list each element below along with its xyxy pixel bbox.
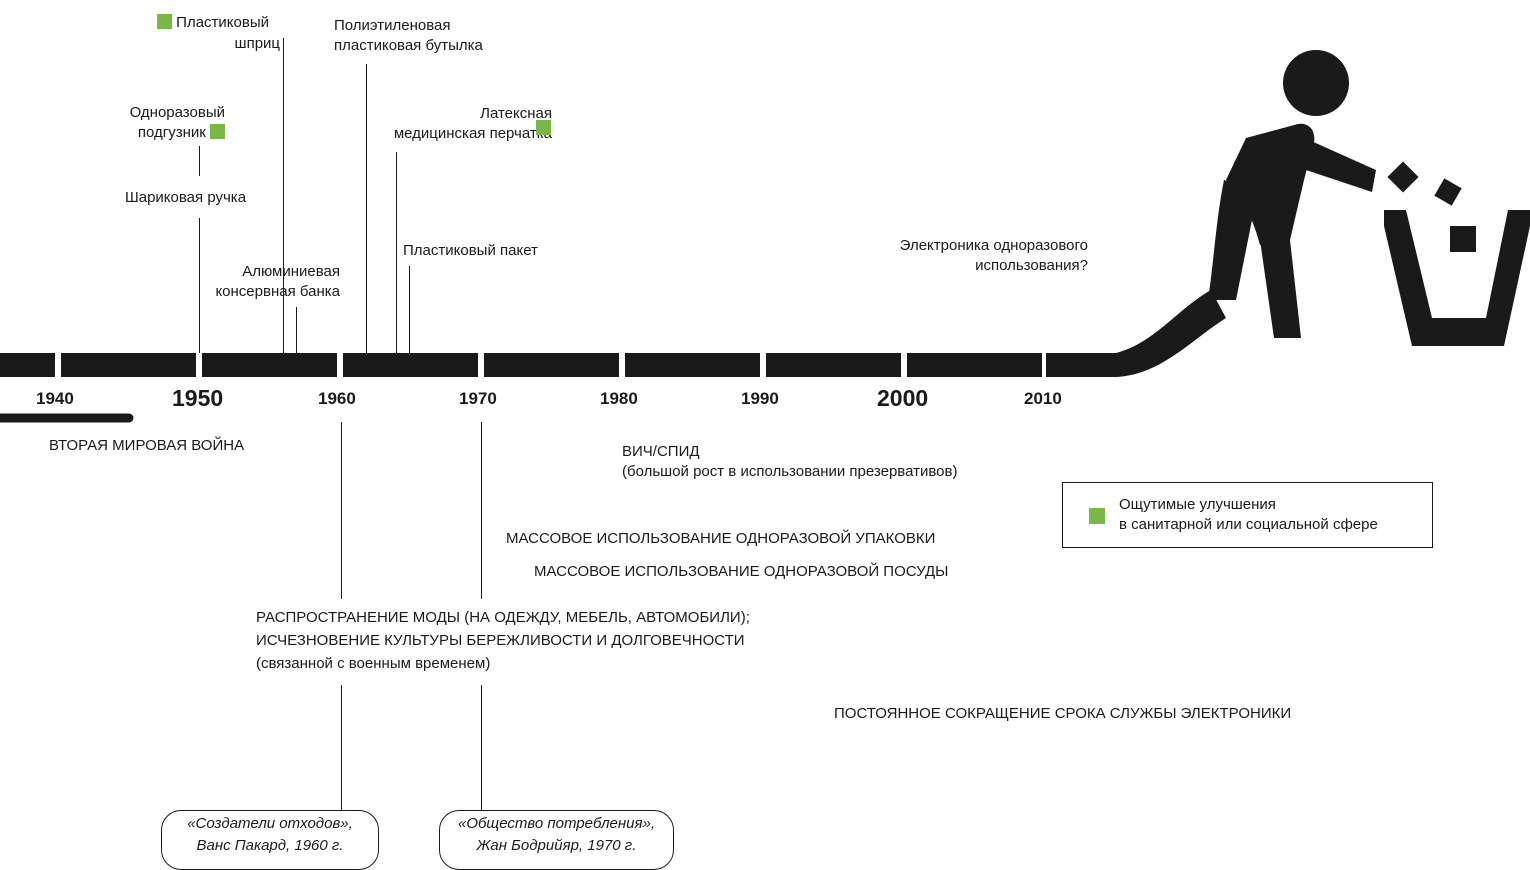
connector-line [409,266,410,353]
book-baudrillard: «Общество потребления», Жан Бодрийяр, 19… [439,810,674,870]
timeline-segment [0,353,55,377]
invention-syringe: Пластиковый [157,13,269,33]
timeline-segment [907,353,1042,377]
connector-line [341,422,342,599]
year-label: 1960 [318,389,356,408]
connector-line [341,685,342,811]
year-label: 2010 [1024,389,1062,408]
invention-bottle: Полиэтиленовая пластиковая бутылка [334,17,483,54]
invention-pen: Шариковая ручка [125,189,247,206]
invention-glove: Латексная медицинская перчатка [393,105,552,142]
connector-line [366,64,367,353]
invention-electronics: Электроника одноразового использования? [899,237,1088,274]
timeline-segment [484,353,619,377]
invention-syringe-line2: шприц [234,35,280,52]
trash-bin-icon [1384,210,1530,346]
event-tableware: МАССОВОЕ ИСПОЛЬЗОВАНИЕ ОДНОРАЗОВОЙ ПОСУД… [534,563,949,580]
year-label: 1940 [36,389,74,408]
timeline-segment [202,353,337,377]
connector-line [481,422,482,599]
year-label: 2000 [877,385,929,411]
year-label: 1950 [172,385,224,411]
improvement-marker [210,124,225,139]
event-packaging: МАССОВОЕ ИСПОЛЬЗОВАНИЕ ОДНОРАЗОВОЙ УПАКО… [506,530,936,547]
ww2-period-bar [0,413,134,423]
legend: Ощутимые улучшения в санитарной или соци… [1062,482,1433,548]
connector-line [396,152,397,353]
connector-line [199,146,200,176]
improvement-marker [1089,508,1105,524]
connector-line [296,307,297,353]
connector-line [199,218,200,353]
connector-line [481,685,482,811]
timeline-segment [61,353,196,377]
year-label: 1970 [459,389,497,408]
invention-bag: Пластиковый пакет [403,242,538,259]
invention-diaper: Одноразовый подгузник [129,104,225,141]
timeline-segment [766,353,901,377]
person-throwing-trash-icon [1046,50,1462,377]
improvement-marker [536,120,551,135]
event-ww2: ВТОРАЯ МИРОВАЯ ВОЙНА [49,437,245,454]
book-packard: «Создатели отходов», Ванс Пакард, 1960 г… [161,810,379,870]
improvement-marker [157,14,172,29]
timeline-segment [343,353,478,377]
year-label: 1980 [600,389,638,408]
connector-line [283,38,284,353]
legend-text: Ощутимые улучшения в санитарной или соци… [1119,496,1378,533]
invention-can: Алюминиевая консервная банка [215,263,340,300]
timeline-segment [625,353,760,377]
event-fashion: РАСПРОСТРАНЕНИЕ МОДЫ (НА ОДЕЖДУ, МЕБЕЛЬ,… [256,609,750,672]
event-hiv: ВИЧ/СПИД (большой рост в использовании п… [622,443,958,480]
year-label: 1990 [741,389,779,408]
event-electronics-life: ПОСТОЯННОЕ СОКРАЩЕНИЕ СРОКА СЛУЖБЫ ЭЛЕКТ… [834,705,1292,722]
